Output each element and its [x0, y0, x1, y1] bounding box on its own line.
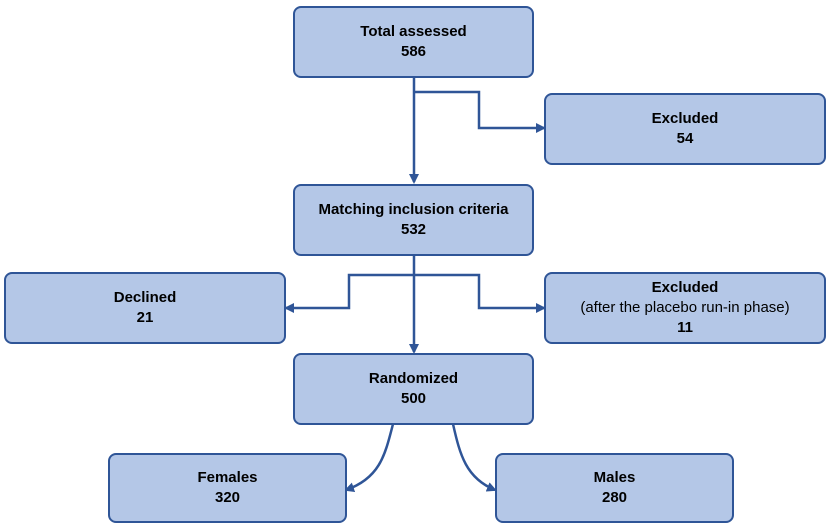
node-count: 500 [400, 390, 427, 407]
node-label: Matching inclusion criteria [318, 201, 509, 218]
node-label: Randomized [368, 370, 459, 387]
node-excluded-run-in: Excluded (after the placebo run-in phase… [544, 272, 826, 344]
node-count: 11 [677, 319, 693, 336]
node-excluded-initial: Excluded 54 [544, 93, 826, 165]
node-count: 280 [601, 489, 628, 506]
node-note: (after the placebo run-in phase) [580, 299, 790, 316]
node-count: 54 [676, 130, 694, 147]
arrow-to-males [451, 423, 497, 492]
node-declined: Declined 21 [4, 272, 286, 344]
arrow-to-females [344, 423, 395, 493]
arrow-to-excluded-54 [414, 90, 546, 133]
node-label: Excluded [651, 279, 719, 296]
node-count: 586 [400, 43, 427, 60]
node-label: Total assessed [360, 23, 467, 40]
node-label: Declined [113, 289, 177, 306]
node-total-assessed: Total assessed 586 [293, 6, 534, 78]
node-label: Males [593, 469, 636, 486]
arrow-to-declined [284, 273, 414, 313]
node-count: 320 [214, 489, 241, 506]
node-females: Females 320 [108, 453, 347, 523]
node-count: 21 [136, 309, 154, 326]
node-label: Excluded [651, 110, 719, 127]
node-matching-inclusion: Matching inclusion criteria 532 [293, 184, 534, 256]
node-label: Females [197, 469, 258, 486]
node-count: 532 [400, 221, 427, 238]
arrow-to-excluded-11 [414, 273, 546, 313]
node-males: Males 280 [495, 453, 734, 523]
node-randomized: Randomized 500 [293, 353, 534, 425]
